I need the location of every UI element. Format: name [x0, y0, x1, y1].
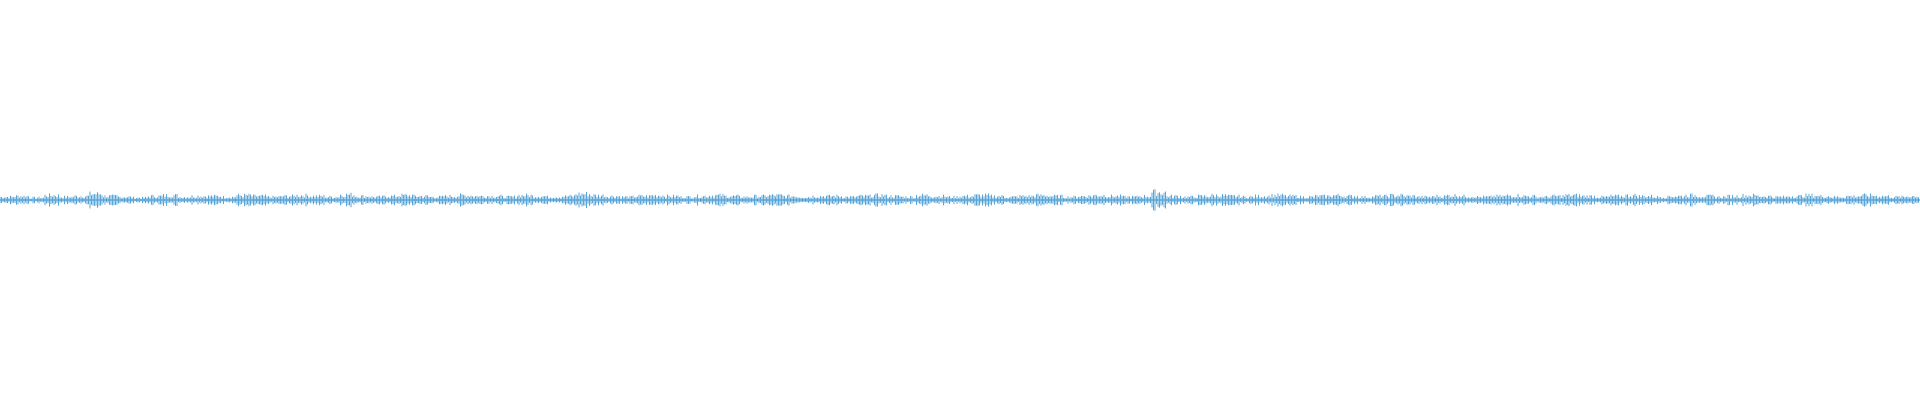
waveform-bars	[0, 189, 1920, 211]
waveform-signal	[0, 189, 1919, 211]
